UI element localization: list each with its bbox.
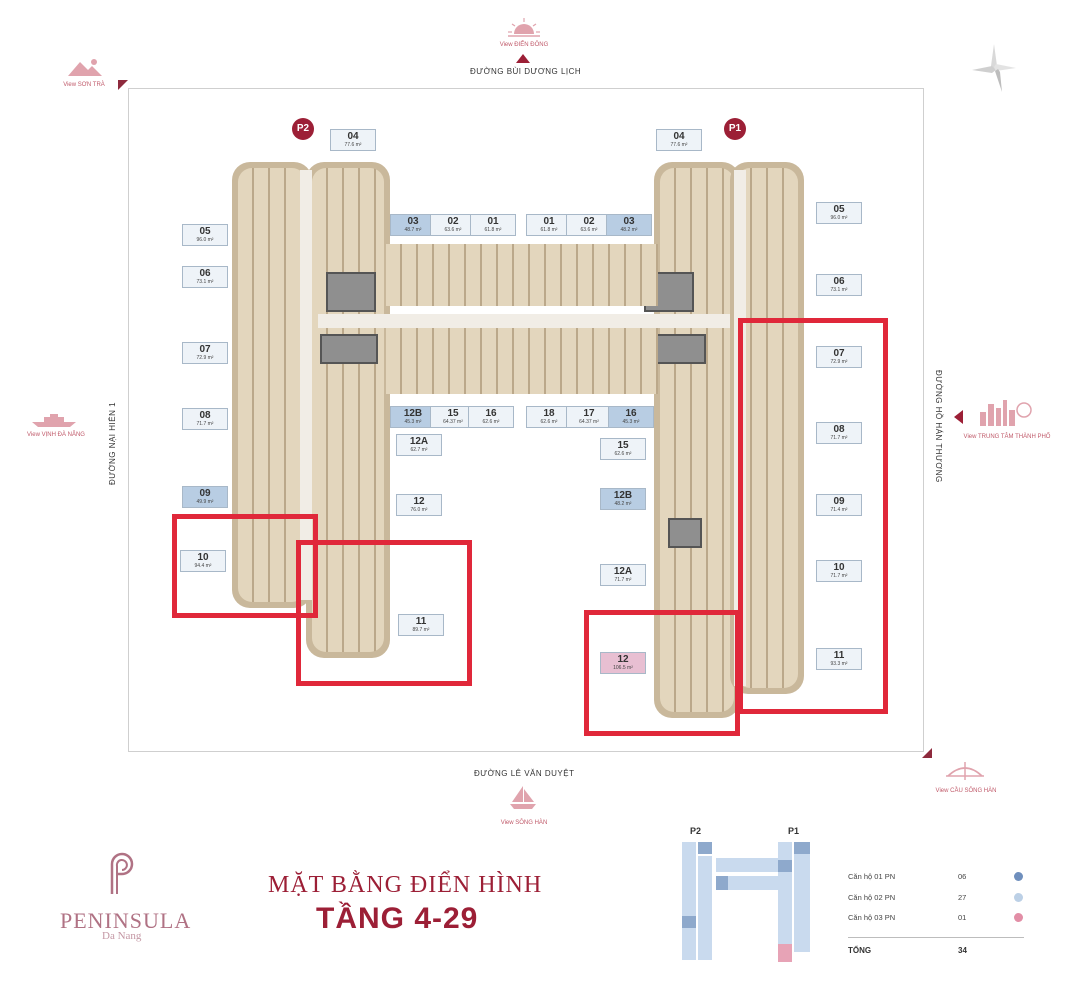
highlight-box (172, 514, 318, 618)
brand-name: PENINSULA (60, 908, 192, 933)
legend-total-label: TỔNG (848, 946, 872, 955)
site-boundary (128, 88, 924, 752)
key-plan-block (698, 842, 712, 854)
corridor (300, 170, 312, 600)
street-bottom: ĐƯỜNG LÊ VĂN DUYỆT (474, 769, 575, 778)
key-plan-block (716, 858, 780, 872)
mountain-icon (68, 59, 102, 76)
sunrise-icon (508, 18, 540, 37)
view-label-top: View ĐIỂN ĐÔNG (499, 42, 549, 48)
key-plan-label-p2: P2 (690, 826, 702, 836)
bridge-north-units (386, 244, 658, 306)
legend-divider (848, 937, 1024, 938)
key-plan-label-p1: P1 (788, 826, 800, 836)
legend-row: Căn hộ 03 PN 01 (848, 911, 1038, 925)
stair-core (668, 518, 702, 548)
street-top: ĐƯỜNG BÙI DƯƠNG LỊCH (470, 67, 582, 76)
site-corner-marker (118, 80, 128, 90)
view-label-left: View VỊNH ĐÀ NẴNG (27, 432, 85, 438)
north-arrow-icon (516, 54, 530, 63)
highlight-box (738, 318, 888, 714)
bridge-icon (946, 762, 984, 780)
tower-badge-p1: P1 (724, 118, 746, 140)
key-plan-block (794, 842, 810, 854)
brand-city: Da Nang (102, 930, 142, 942)
east-arrow-icon (954, 410, 963, 424)
plan-title: MẶT BẰNG ĐIỂN HÌNH (268, 872, 543, 898)
highlight-box (296, 540, 472, 686)
plan-floors: TẦNG 4-29 (316, 902, 479, 935)
view-label-bottom-right: View CẦU SÔNG HÀN (935, 788, 997, 794)
key-plan-block (716, 876, 780, 890)
legend-dot (1014, 872, 1023, 881)
legend-row: Căn hộ 02 PN 27 (848, 891, 1038, 905)
sailboat-icon (510, 786, 536, 809)
key-plan-block (682, 842, 696, 960)
elevator-core (320, 334, 378, 364)
key-plan-block (716, 876, 728, 890)
compass-icon (972, 44, 1016, 92)
ship-icon (32, 414, 76, 427)
bridge-south-units (386, 328, 658, 394)
legend-row: Căn hộ 01 PN 06 (848, 870, 1038, 884)
key-plan-block (778, 860, 792, 872)
key-plan-block (778, 842, 792, 952)
legend-total-value: 34 (958, 946, 967, 955)
key-plan-block (778, 944, 792, 962)
highlight-box (584, 610, 740, 736)
legend-dot (1014, 893, 1023, 902)
view-label-top-left: View SƠN TRÀ (63, 82, 105, 88)
street-left: ĐƯỜNG NẠI HIÊN 1 (108, 401, 117, 485)
elevator-core (326, 272, 376, 312)
tower-badge-p2: P2 (292, 118, 314, 140)
central-corridor (318, 314, 730, 328)
street-right: ĐƯỜNG HỒ HÁN THƯƠNG (934, 370, 943, 483)
peninsula-logo-icon (110, 852, 134, 894)
site-corner-marker (922, 748, 932, 758)
key-plan-block (698, 856, 712, 960)
view-label-right: View TRUNG TÂM THÀNH PHỐ (963, 434, 1051, 440)
tower-p2-east-wing (306, 162, 390, 658)
view-label-bottom: View SÔNG HÀN (500, 820, 548, 826)
legend-dot (1014, 913, 1023, 922)
city-skyline-icon (980, 400, 1032, 426)
tower-p2-west-wing (232, 162, 312, 608)
tower-p1-west-wing (654, 162, 740, 718)
key-plan-block (682, 916, 696, 928)
key-plan-block (794, 842, 810, 952)
